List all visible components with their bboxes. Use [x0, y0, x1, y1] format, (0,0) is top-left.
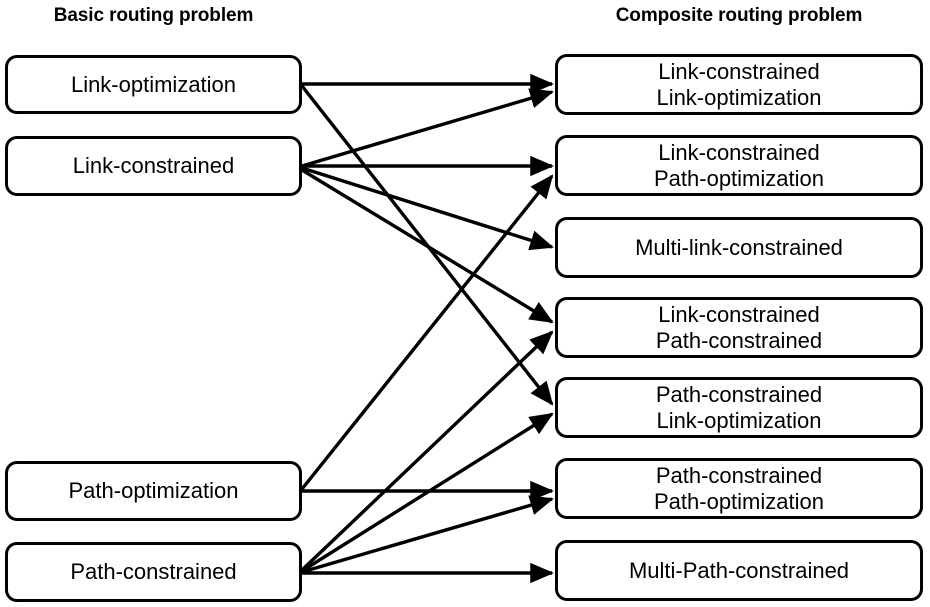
edge-link-constrained-to-lc-lo	[301, 88, 554, 168]
node-label: Link-constrained	[72, 153, 235, 179]
basic-node-link-constrained[interactable]: Link-constrained	[5, 136, 302, 196]
node-label: Link-optimization	[70, 71, 237, 97]
node-label: Path-optimization	[68, 478, 239, 504]
node-label: Link-constrained Path-optimization	[654, 139, 824, 191]
edge-link-constrained-to-mlc	[301, 166, 554, 251]
column-header-basic: Basic routing problem	[53, 5, 254, 26]
node-label: Path-constrained	[70, 559, 237, 585]
node-label: Multi-link-constrained	[635, 234, 843, 260]
composite-node-pc-po[interactable]: Path-constrained Path-optimization	[555, 458, 923, 519]
column-header-composite: Composite routing problem	[615, 5, 863, 26]
composite-node-mpc[interactable]: Multi-Path-constrained	[555, 540, 923, 601]
edge-link-optimization-to-pc-lo	[300, 84, 554, 406]
edge-path-constrained-to-lc-pc	[300, 330, 554, 572]
edge-path-optimization-to-lc-po	[300, 174, 554, 491]
edge-path-constrained-to-pc-lo	[301, 412, 554, 573]
basic-node-link-optimization[interactable]: Link-optimization	[5, 55, 302, 114]
edges	[300, 73, 555, 584]
composite-node-mlc[interactable]: Multi-link-constrained	[555, 217, 923, 278]
node-label: Link-constrained Path-constrained	[655, 301, 823, 353]
node-label: Path-constrained Link-optimization	[655, 381, 823, 433]
node-label: Path-constrained Path-optimization	[654, 462, 824, 514]
node-label: Multi-Path-constrained	[628, 557, 850, 583]
basic-node-path-optimization[interactable]: Path-optimization	[5, 461, 302, 521]
composite-node-lc-pc[interactable]: Link-constrained Path-constrained	[555, 297, 923, 358]
node-label: Link-constrained Link-optimization	[656, 58, 822, 110]
composite-node-lc-po[interactable]: Link-constrained Path-optimization	[555, 135, 923, 196]
composite-node-pc-lo[interactable]: Path-constrained Link-optimization	[555, 377, 923, 438]
basic-node-path-constrained[interactable]: Path-constrained	[5, 542, 302, 602]
composite-node-lc-lo[interactable]: Link-constrained Link-optimization	[555, 54, 923, 115]
edge-path-constrained-to-pc-po	[301, 495, 554, 574]
edge-link-constrained-to-lc-pc	[301, 168, 554, 324]
